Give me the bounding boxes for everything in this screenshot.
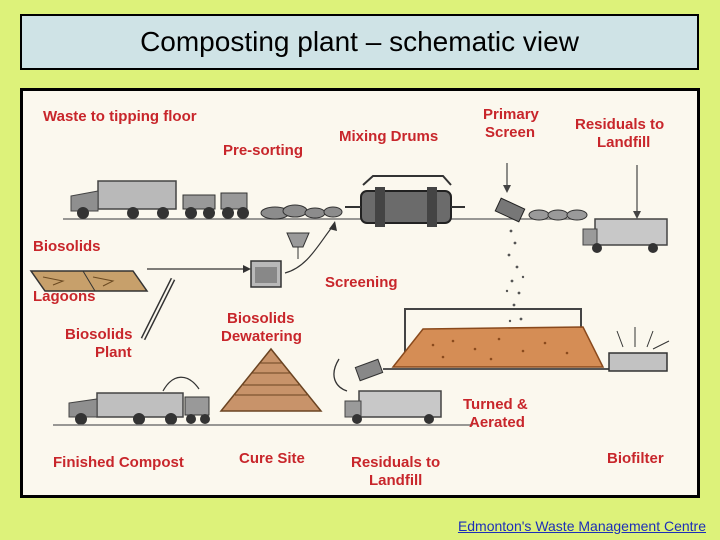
label-waste-to-tipping-floor: Waste to tipping floor [43,108,197,125]
label-screening: Screening [325,274,398,291]
waste-pile-icon [260,204,343,220]
label-finished-compost: Finished Compost [53,454,184,471]
label-pre-sorting: Pre-sorting [223,142,303,159]
lagoon-icon [29,270,149,292]
cure-pile-icon [219,347,323,412]
label-residuals-top-line1: Residuals to [575,116,664,133]
hopper-icon [286,232,310,259]
label-biosolids-plant-line1: Biosolids [65,326,133,343]
slide-title: Composting plant – schematic view [20,14,699,70]
front-loader-icon [182,192,249,219]
label-primary-screen-line2: Screen [485,124,535,141]
label-biosolids-dewatering-line1: Biosolids [227,310,295,327]
label-biofilter: Biofilter [607,450,664,467]
label-mixing-drums: Mixing Drums [339,128,438,145]
residual-pile-icon [528,209,588,221]
compost-building-icon [383,308,623,370]
label-turned-aerated-line2: Aerated [469,414,525,431]
windrow-texture [431,337,569,361]
label-primary-screen-line1: Primary [483,106,540,123]
schematic-illustration: Waste to tipping floor Pre-sorting Mixin… [23,91,697,495]
label-residuals-top-line2: Landfill [597,134,650,151]
label-biosolids: Biosolids [33,238,101,255]
label-biosolids-dewatering-line2: Dewatering [221,328,302,345]
dewatering-tank-icon [250,221,337,288]
residual-truck-icon [582,165,668,253]
composting-plant-diagram: Waste to tipping floor Pre-sorting Mixin… [20,88,700,498]
loader-bucket-icon [333,358,384,392]
biofilter-icon [608,327,670,372]
label-biosolids-plant-line2: Plant [95,344,132,361]
label-cure-site: Cure Site [239,450,305,467]
garbage-truck-icon [70,180,177,219]
mixing-drum-icon [345,175,465,227]
biosolids-plant-pipe [140,277,176,341]
primary-screen-icon [494,163,526,223]
label-turned-aerated-line1: Turned & [463,396,528,413]
residual-truck-bottom-icon [344,390,442,424]
label-lagoons: Lagoons [33,288,96,305]
compost-truck-icon [68,376,210,425]
label-residuals-bottom-line1: Residuals to [351,454,440,471]
source-link[interactable]: Edmonton's Waste Management Centre [457,518,706,534]
label-residuals-bottom-line2: Landfill [369,472,422,489]
